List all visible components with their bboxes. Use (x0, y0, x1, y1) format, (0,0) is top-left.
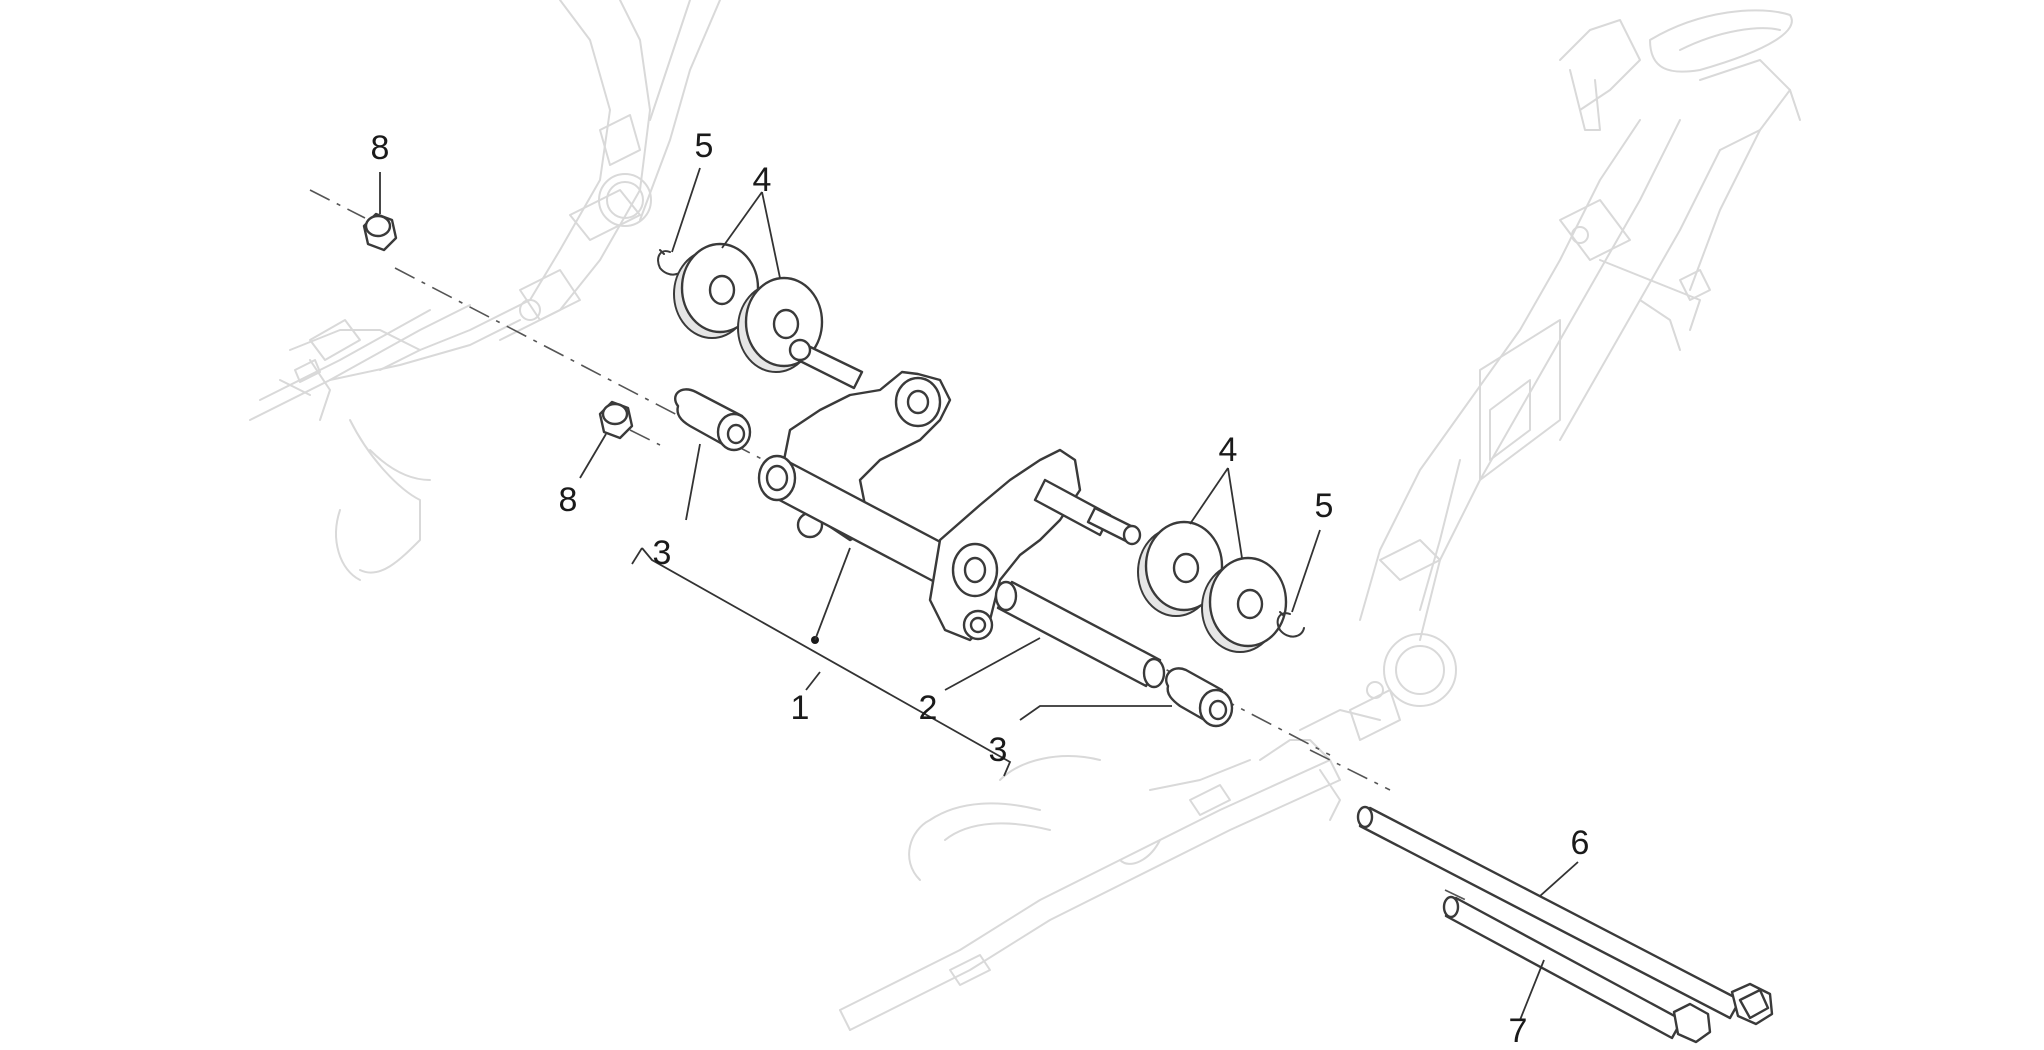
assembly-axis-lines (309, 189, 1471, 903)
callout-5-lower: 5 (1315, 487, 1334, 525)
callout-7: 7 (1509, 1012, 1528, 1050)
callout-8-upper: 8 (371, 129, 390, 167)
callout-labels: 8 5 4 8 3 1 2 3 4 5 6 7 (371, 127, 1590, 1050)
part-1-swingarm-link (757, 338, 1142, 644)
part-5-circlip-lower (1276, 611, 1305, 638)
callout-8-lower: 8 (559, 481, 578, 519)
callout-5-upper: 5 (695, 127, 714, 165)
part-4-washer-lower-1 (1137, 520, 1224, 617)
part-4-washer-upper-1 (673, 242, 760, 339)
callout-2: 2 (919, 689, 938, 727)
callout-1: 1 (791, 689, 810, 727)
callout-3-left: 3 (653, 534, 672, 572)
part-6-long-bolt (1356, 805, 1774, 1026)
callout-6: 6 (1571, 824, 1590, 862)
callout-4-lower: 4 (1219, 431, 1238, 469)
part-3-bushing-left (674, 388, 752, 452)
part-4-washer-lower-2 (1201, 556, 1288, 653)
part-8-nut-upper (362, 212, 398, 252)
callout-3-right: 3 (989, 731, 1008, 769)
part-7-short-bolt (1442, 895, 1712, 1044)
callout-4-upper: 4 (753, 161, 772, 199)
part-2-spacer-tube (994, 580, 1166, 689)
leader-lines (379, 167, 1579, 1021)
frame-background (249, 0, 1801, 1031)
part-8-nut-lower (598, 400, 634, 440)
part-3-bushing-right (1165, 667, 1234, 728)
